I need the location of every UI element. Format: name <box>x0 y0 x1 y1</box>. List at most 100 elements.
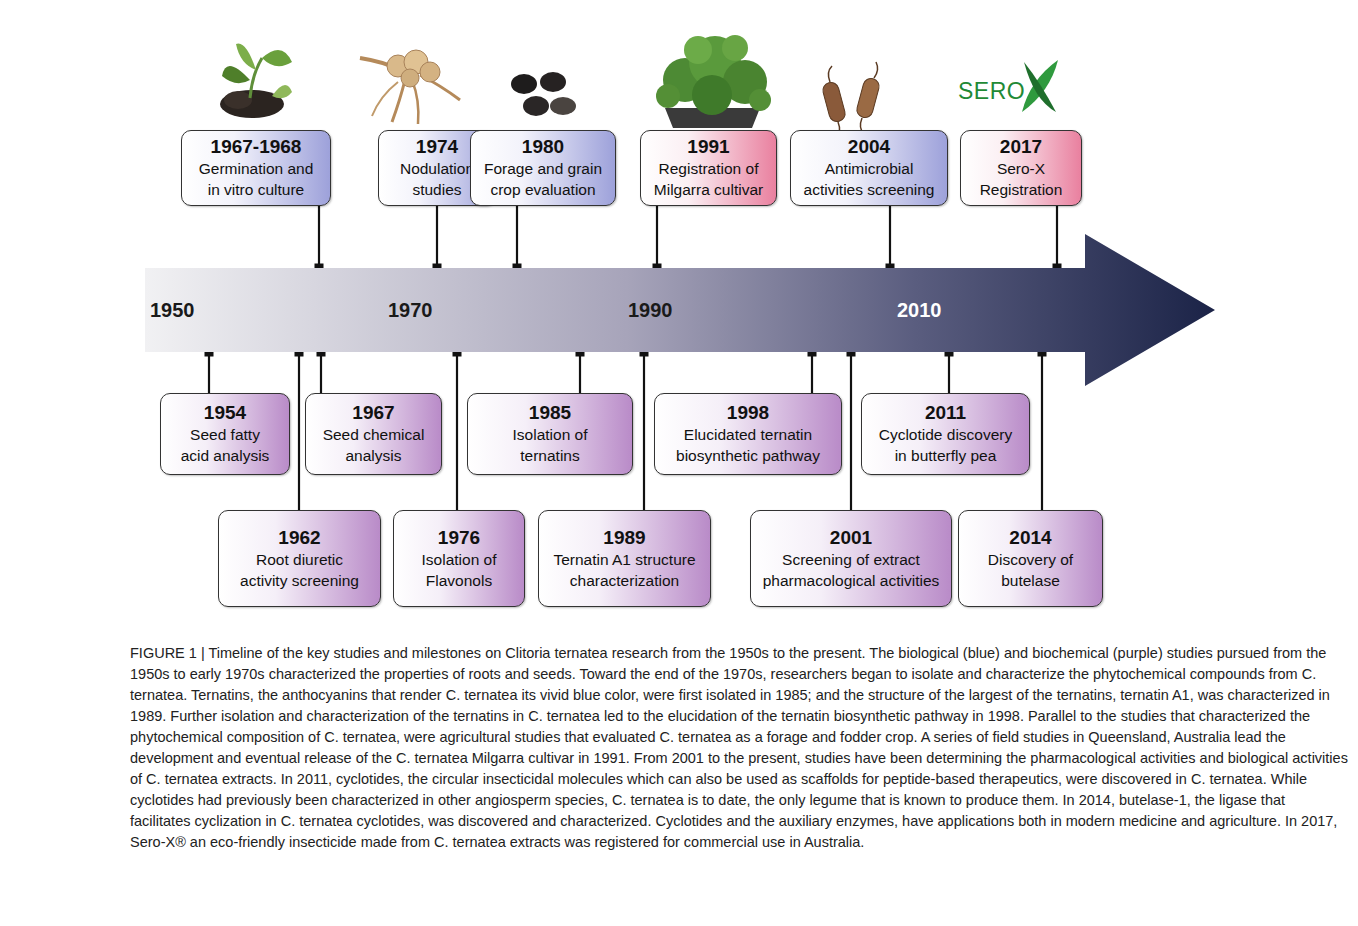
box-content: 1967Seed chemical analysis <box>310 402 437 466</box>
timeline-connector <box>656 206 658 268</box>
figure-caption: FIGURE 1 | Timeline of the key studies a… <box>130 643 1348 853</box>
milestone-box: 1980Forage and grain crop evaluation <box>470 130 616 206</box>
box-content: 1980Forage and grain crop evaluation <box>475 136 611 200</box>
seed <box>550 97 576 115</box>
milestone-text: Germination and in vitro culture <box>194 158 319 200</box>
connector-group <box>453 348 462 511</box>
milestone-box: 1989Ternatin A1 structure characterizati… <box>538 510 711 607</box>
year-label: 1985 <box>529 402 571 424</box>
connector-group <box>513 206 522 273</box>
connector-group <box>1053 206 1062 273</box>
nodule <box>401 69 419 87</box>
milestone-text: Antimicrobial activities screening <box>797 158 942 200</box>
timeline-connector <box>850 352 852 510</box>
logo-text: SERO <box>958 78 1025 105</box>
timeline-connector <box>320 352 322 393</box>
year-label: 2011 <box>925 402 966 424</box>
milestone-box: 2004Antimicrobial activities screening <box>790 130 948 206</box>
seed <box>511 74 537 94</box>
milestone-text: Seed fatty acid analysis <box>178 424 273 466</box>
timeline-connector <box>456 352 458 510</box>
box-content: 1998Elucidated ternatin biosynthetic pat… <box>659 402 837 466</box>
foliage <box>749 89 771 111</box>
foliage <box>692 75 732 115</box>
box-content: 2011Cyclotide discovery in butterfly pea <box>866 402 1025 466</box>
milestone-box: 1962Root diuretic activity screening <box>218 510 381 607</box>
timeline-connector <box>889 206 891 268</box>
seed-illustration <box>511 72 576 116</box>
milestone-text: Isolation of Flavonols <box>404 549 514 591</box>
timeline-connector <box>643 352 645 510</box>
connector-group <box>653 206 662 273</box>
bacterium <box>855 77 881 120</box>
milestone-text: Isolation of ternatins <box>500 424 600 466</box>
connector-group <box>847 348 856 511</box>
timeline-connector <box>811 352 813 393</box>
foliage <box>656 84 680 108</box>
year-label: 2004 <box>848 136 890 158</box>
axis-year: 1950 <box>150 298 195 322</box>
milestone-box: 1954Seed fatty acid analysis <box>160 393 290 475</box>
milestone-box: 1998Elucidated ternatin biosynthetic pat… <box>654 393 842 475</box>
leaf <box>222 66 250 83</box>
year-label: 1980 <box>522 136 564 158</box>
timeline-connector <box>516 206 518 268</box>
bacterium <box>821 81 847 124</box>
connector-group <box>433 206 442 273</box>
timeline-connector <box>579 352 581 393</box>
milestone-box: 2011Cyclotide discovery in butterfly pea <box>861 393 1030 475</box>
year-label: 1967-1968 <box>211 136 302 158</box>
timeline-arrow-shape <box>145 234 1215 386</box>
seed <box>523 96 549 116</box>
milestone-box: 1967-1968Germination and in vitro cultur… <box>181 130 331 206</box>
potted-plant-illustration <box>656 35 771 128</box>
connector-group <box>576 348 585 394</box>
box-content: 1962Root diuretic activity screening <box>223 527 376 591</box>
milestone-box: 2017Sero-X Registration <box>960 130 1082 206</box>
year-label: 2014 <box>1009 527 1051 549</box>
milestone-box: 1985Isolation of ternatins <box>467 393 633 475</box>
root <box>372 82 398 116</box>
box-content: 1967-1968Germination and in vitro cultur… <box>186 136 326 200</box>
axis-year: 1990 <box>628 298 673 322</box>
milestone-text: Cyclotide discovery in butterfly pea <box>876 424 1016 466</box>
milestone-text: Ternatin A1 structure characterization <box>543 549 706 591</box>
year-label: 1954 <box>204 402 246 424</box>
timeline-connector <box>1056 206 1058 268</box>
milestone-text: Forage and grain crop evaluation <box>478 158 608 200</box>
connector-group <box>295 348 304 511</box>
year-label: 1998 <box>727 402 769 424</box>
timeline-arrow-body <box>145 234 1215 386</box>
axis-year: 1970 <box>388 298 433 322</box>
leaf <box>236 44 256 70</box>
box-content: 2001Screening of extract pharmacological… <box>755 527 947 591</box>
root-nodule-illustration <box>360 50 460 124</box>
seed <box>540 72 566 92</box>
soil-clump <box>224 91 252 109</box>
box-content: 2017Sero-X Registration <box>965 136 1077 200</box>
year-label: 1976 <box>438 527 480 549</box>
timeline-connector <box>318 206 320 268</box>
connector-group <box>1038 348 1047 511</box>
box-content: 2004Antimicrobial activities screening <box>795 136 943 200</box>
milestone-box: 1976Isolation of Flavonols <box>393 510 525 607</box>
box-content: 1976Isolation of Flavonols <box>398 527 520 591</box>
connector-group <box>205 348 214 394</box>
connector-group <box>808 348 817 394</box>
year-label: 1974 <box>416 136 458 158</box>
box-content: 1989Ternatin A1 structure characterizati… <box>543 527 706 591</box>
connector-group <box>317 348 326 394</box>
axis-year: 2010 <box>897 298 942 322</box>
milestone-box: 2001Screening of extract pharmacological… <box>750 510 952 607</box>
box-content: 1985Isolation of ternatins <box>472 402 628 466</box>
year-label: 2017 <box>1000 136 1042 158</box>
milestone-box: 2014Discovery of butelase <box>958 510 1103 607</box>
flagellum <box>828 66 832 82</box>
year-label: 1989 <box>603 527 645 549</box>
connector-group <box>886 206 895 273</box>
milestone-text: Discovery of butelase <box>973 549 1088 591</box>
timeline-connector <box>298 352 300 510</box>
year-label: 2001 <box>830 527 872 549</box>
box-content: 1991Registration of Milgarra cultivar <box>645 136 772 200</box>
